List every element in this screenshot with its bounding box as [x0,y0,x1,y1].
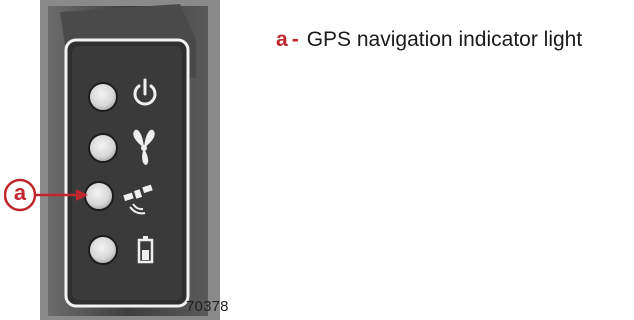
propeller-led [88,133,118,163]
callout-letter: a [13,180,27,205]
battery-icon [137,236,154,264]
battery-led [88,235,118,265]
legend-text: GPS navigation indicator light [306,28,583,51]
legend-entry: a-GPS navigation indicator light [276,28,582,52]
propeller-icon [133,129,155,165]
power-led [88,82,118,112]
callout-a [4,178,88,212]
legend-dash: - [291,28,299,51]
gps-satellite-icon [123,184,153,215]
power-icon [133,78,157,106]
indicator-panel-photo [40,0,220,320]
legend-key: a [276,28,288,51]
figure-number: 70378 [186,298,229,315]
